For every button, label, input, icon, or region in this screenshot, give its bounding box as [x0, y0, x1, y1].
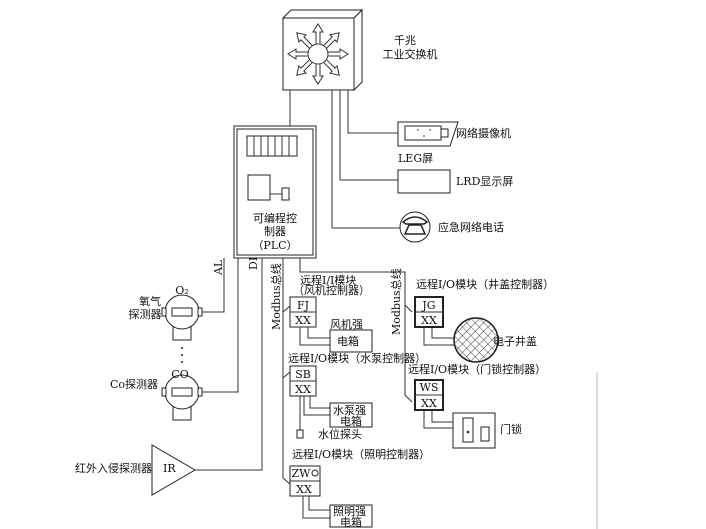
- o2-symbol: O₂: [175, 284, 188, 297]
- fj-title-2: （风机控制器）: [293, 283, 370, 297]
- switch-label-1: 千兆: [394, 34, 416, 47]
- sb-probe-label: 水位探头: [318, 427, 362, 441]
- fj-module: 远程I/I模块 （风机控制器） FJ XX 风机强 电箱: [289, 274, 373, 353]
- fj-box-label-2: 电箱: [337, 334, 359, 348]
- ws-code: WS: [420, 381, 439, 394]
- zw-sub: XX: [296, 483, 312, 496]
- fj-title-1: 远程I/I模块: [300, 274, 356, 287]
- link-phone: [331, 90, 400, 229]
- modbus-label-2: Modbus总线: [389, 268, 403, 335]
- industrial-switch: 千兆 工业交换机: [281, 8, 438, 92]
- water-probe-icon: [296, 429, 304, 439]
- network-camera: 网络摄像机 LEG屏: [397, 121, 511, 165]
- link-ir: [195, 258, 263, 471]
- zw-module: 远程I/O模块（照明控制器） ZW XX 照明强 电箱: [289, 447, 430, 529]
- link-di: [202, 258, 239, 393]
- bulb-icon: [311, 469, 319, 477]
- ir-label: 红外入侵探测器: [75, 462, 152, 475]
- o2-label-1: 氧气: [139, 294, 161, 308]
- co-detector: CO Co探测器: [110, 368, 203, 421]
- modbus-bus-1: [282, 258, 291, 485]
- co-symbol: CO: [171, 368, 188, 381]
- leg-label: LEG屏: [398, 152, 433, 165]
- ws-module: 远程I/O模块（门锁控制器） WS XX 门锁: [408, 362, 546, 449]
- switch-label-2: 工业交换机: [383, 47, 438, 61]
- sb-title: 远程I/O模块（水泵控制器）: [288, 351, 426, 365]
- lrd-label: LRD显示屏: [456, 175, 513, 188]
- link-camera: [347, 90, 398, 134]
- ws-sub: XX: [421, 397, 437, 410]
- camera-label: 网络摄像机: [456, 126, 511, 140]
- zw-code: ZW: [292, 467, 312, 480]
- fj-box-label-1: 风机强: [330, 317, 363, 331]
- door-lock-icon: [452, 412, 496, 449]
- jg-code: JG: [421, 299, 435, 312]
- phone-label: 应急网络电话: [438, 220, 504, 234]
- ir-symbol: IR: [163, 462, 176, 475]
- modbus-bus-2: [299, 258, 413, 403]
- sb-sub: XX: [295, 383, 311, 396]
- zw-title: 远程I/O模块（照明控制器）: [292, 447, 430, 461]
- plc-label-3: （PLC）: [252, 239, 297, 252]
- zw-box-label-2: 电箱: [340, 515, 362, 529]
- plc-label-1: 可编程控: [253, 211, 297, 225]
- phone-icon: [401, 216, 429, 235]
- ws-title: 远程I/O模块（门锁控制器）: [408, 362, 546, 376]
- o2-label-2: 探测器: [129, 308, 162, 321]
- o2-detector: O₂ 氧气 探测器: [129, 284, 203, 341]
- jg-title: 远程I/O模块（井盖控制器）: [416, 277, 554, 291]
- link-lrd: [339, 90, 398, 181]
- jg-device-label: 电子井盖: [493, 334, 537, 348]
- manhole-cover-icon: [453, 317, 499, 363]
- ir-detector: IR 红外入侵探测器: [75, 444, 196, 496]
- sb-box-label-1: 水泵强: [333, 404, 366, 417]
- ws-device-label: 门锁: [500, 422, 522, 436]
- sb-code: SB: [295, 368, 311, 381]
- plc-label-2: 制器: [264, 225, 286, 238]
- emergency-phone: 应急网络电话: [399, 211, 504, 243]
- al-label: AL: [212, 259, 225, 276]
- modbus-label-1: Modbus总线: [269, 263, 283, 330]
- link-al: [202, 258, 225, 313]
- jg-sub: XX: [421, 314, 437, 327]
- sb-box-label-2: 电箱: [340, 414, 362, 428]
- jg-module: 远程I/O模块（井盖控制器） JG XX 电子井盖: [414, 277, 554, 363]
- plc-cabinet: 可编程控 制器 （PLC）: [233, 125, 317, 259]
- di-label: DI: [247, 257, 260, 270]
- lrd-display: LRD显示屏: [397, 169, 513, 194]
- co-label: Co探测器: [110, 378, 158, 391]
- sb-module: 远程I/O模块（水泵控制器） SB XX 水泵强 电箱 水位探头: [288, 351, 426, 441]
- zw-box-label-1: 照明强: [333, 505, 366, 518]
- fj-sub: XX: [295, 314, 311, 327]
- ellipsis-dots: [181, 347, 183, 363]
- fj-code: FJ: [297, 299, 309, 312]
- switch-arrows-icon: [287, 23, 349, 85]
